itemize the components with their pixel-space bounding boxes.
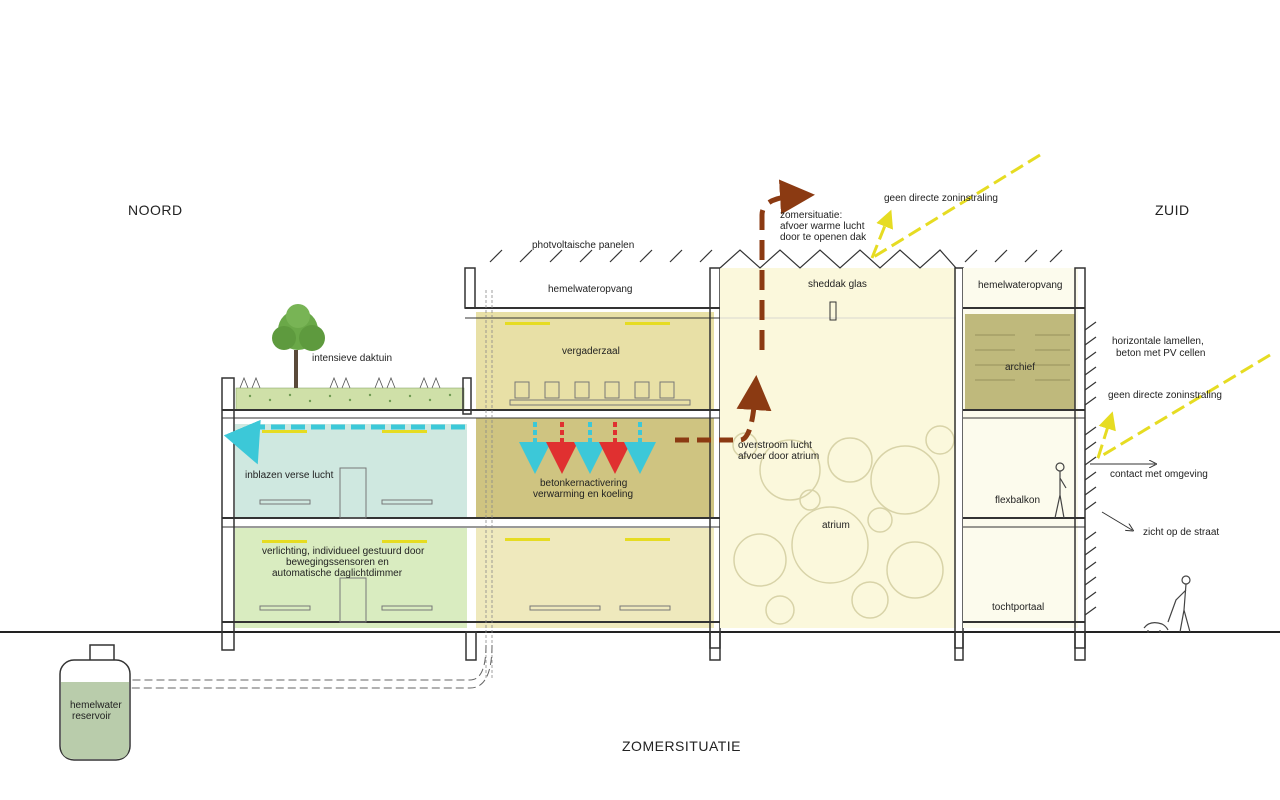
lighting-label-2: bewegingssensoren en: [286, 557, 389, 568]
pv-panels-label: photvoltaische panelen: [532, 240, 634, 251]
summer-exhaust-label-1: zomersituatie:: [780, 210, 842, 221]
sawtooth-glass-label: sheddak glas: [808, 279, 867, 290]
street-view-label: zicht op de straat: [1143, 527, 1219, 538]
green-roof-label: intensieve daktuin: [312, 353, 392, 364]
person-balcony-icon: [1054, 462, 1067, 519]
rainwater-pipe: [130, 644, 493, 689]
contact-label: contact met omgeving: [1110, 469, 1208, 480]
rainwater-tank-label-1: hemelwater: [70, 700, 122, 711]
ground-floor-desks: [529, 605, 671, 611]
south-wing: [963, 267, 1097, 649]
atrium: [719, 249, 964, 649]
fresh-air-label: inblazen verse lucht: [245, 470, 334, 481]
lighting-label-1: verlichting, individueel gestuurd door: [262, 546, 425, 557]
shrubs-icon: [239, 376, 441, 389]
meeting-room-label: vergaderzaal: [562, 346, 620, 357]
atrium-label: atrium: [822, 520, 850, 531]
sawtooth-roof: [719, 249, 957, 269]
rainwater-tank: [59, 644, 131, 761]
middle-ground-floor: [476, 528, 714, 628]
louvres-label-2: beton met PV cellen: [1116, 348, 1206, 359]
view-arrow: [1101, 511, 1132, 530]
flex-balcony-label: flexbalkon: [995, 495, 1040, 506]
green-roof-texture: [248, 393, 452, 403]
louvres: [1084, 321, 1097, 616]
concrete-core-label-2: verwarming en koeling: [533, 489, 633, 500]
archive-label: archief: [1005, 362, 1035, 373]
meeting-table: [509, 381, 691, 406]
no-direct-sun-label-2: geen directe zoninstraling: [1108, 390, 1222, 401]
rainwater-label-1: hemelwateropvang: [548, 284, 633, 295]
north-label: NOORD: [128, 202, 183, 218]
archive-room: [965, 314, 1075, 410]
summer-exhaust-label-2: afvoer warme lucht: [780, 221, 865, 232]
middle-first-floor: [476, 418, 714, 518]
south-label: ZUID: [1155, 202, 1190, 218]
north-wing: [221, 304, 472, 651]
tree-icon: [272, 304, 325, 388]
middle-wing: [464, 267, 721, 680]
draft-lobby-label: tochtportaal: [992, 602, 1044, 613]
rainwater-label-2: hemelwateropvang: [978, 280, 1063, 291]
sun-rays: [870, 153, 1271, 460]
no-direct-sun-label-1: geen directe zoninstraling: [884, 193, 998, 204]
overflow-air-arrow: [675, 375, 772, 443]
overflow-air-label-1: overstroom lucht: [738, 440, 812, 451]
concrete-core-arrows: [519, 422, 656, 474]
fresh-air-duct-arrow: [223, 419, 465, 465]
diagram-caption: ZOMERSITUATIE: [622, 738, 741, 754]
middle-top-floor: [476, 312, 714, 410]
foundations: [465, 631, 1086, 661]
lighting-label-3: automatische daglichtdimmer: [272, 568, 403, 579]
rainwater-tank-label-2: reservoir: [72, 711, 112, 722]
summer-exhaust-arrow: [759, 179, 815, 350]
summer-exhaust-label-3: door te openen dak: [780, 232, 867, 243]
louvres-label-1: horizontale lamellen,: [1112, 336, 1204, 347]
north-first-floor: [235, 424, 467, 518]
atrium-circle-pattern: [732, 425, 955, 625]
overflow-air-label-2: afvoer door atrium: [738, 451, 819, 462]
concrete-core-label-1: betonkernactivering: [540, 478, 627, 489]
pedestrian-with-dog-icon: [1143, 575, 1191, 633]
office-desks: [259, 467, 433, 623]
pv-panels-icon: [489, 249, 1063, 263]
